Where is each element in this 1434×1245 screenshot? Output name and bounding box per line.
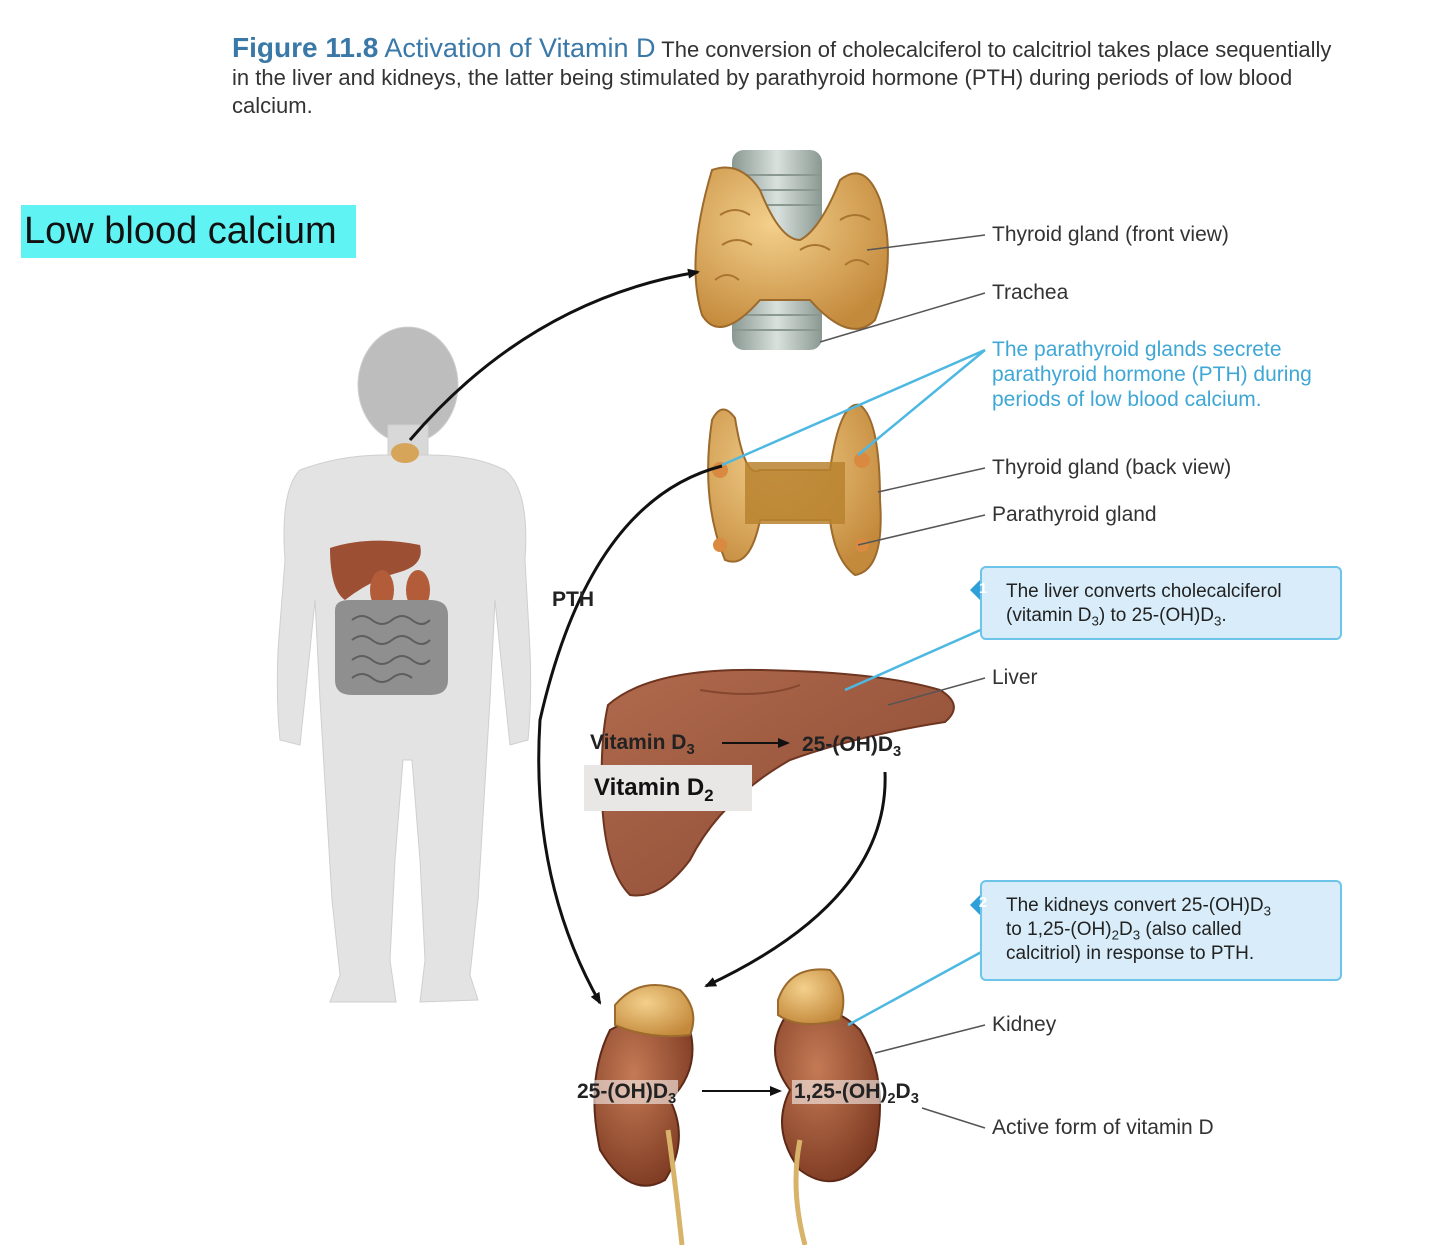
low-blood-calcium-label: Low blood calcium <box>21 205 356 258</box>
arrow-to-thyroid <box>408 268 700 441</box>
chem-vitamin-d2: Vitamin D2 <box>584 765 752 811</box>
chem-25-oh-d3-liver: 25-(OH)D3 <box>802 733 902 761</box>
kidney-left-illustration <box>593 984 695 1245</box>
step-2-line-2: to 1,25-(OH)2D3 (also called <box>1006 919 1242 943</box>
label-active-form: Active form of vitamin D <box>992 1116 1214 1139</box>
step-1-box: 1 The liver converts cholecalciferol (vi… <box>978 566 1342 640</box>
chem-vitamin-d3: Vitamin D3 <box>590 731 695 759</box>
figure-number: Figure 11.8 <box>232 32 379 63</box>
step-2-line-1: The kidneys convert 25-(OH)D3 <box>1006 895 1272 919</box>
label-trachea: Trachea <box>992 281 1069 304</box>
step-2-line-3: calcitriol) in response to PTH. <box>1006 943 1255 964</box>
figure-caption-text: The conversion of cholecalciferol to cal… <box>232 37 1332 118</box>
step-2-box: 2 The kidneys convert 25-(OH)D3 to 1,25-… <box>978 880 1342 981</box>
step-1-number: 1 <box>978 580 988 597</box>
label-thyroid-back: Thyroid gland (back view) <box>992 456 1232 479</box>
chem-calcitriol: 1,25-(OH)2D3 <box>792 1080 921 1108</box>
leader-lines <box>819 234 986 1129</box>
liver-illustration <box>600 668 955 897</box>
thyroid-back-illustration <box>707 403 882 577</box>
kidney-right-illustration <box>774 968 881 1245</box>
chem-25-oh-d3-kidney: 25-(OH)D3 <box>575 1080 679 1108</box>
label-pth: PTH <box>552 588 594 611</box>
flow-arrows <box>408 268 887 1096</box>
torso-organs <box>330 443 448 695</box>
label-kidney: Kidney <box>992 1013 1057 1036</box>
figure-title: Activation of Vitamin D <box>384 33 656 63</box>
thyroid-front-illustration <box>694 150 889 350</box>
step-1-line-2: (vitamin D3) to 25-(OH)D3. <box>1006 605 1227 629</box>
figure-caption: Figure 11.8 Activation of Vitamin D The … <box>232 34 1342 120</box>
label-parathyroid-gland: Parathyroid gland <box>992 503 1157 526</box>
callout-lines <box>721 348 986 1027</box>
arrow-liver-to-kidney <box>704 771 887 988</box>
label-parathyroid-secrete: The parathyroid glands secrete parathyro… <box>992 338 1312 411</box>
label-thyroid-front: Thyroid gland (front view) <box>992 223 1229 246</box>
step-1-line-1: The liver converts cholecalciferol <box>1006 581 1282 602</box>
label-liver: Liver <box>992 666 1038 689</box>
arrow-pth-to-kidney <box>537 464 723 1005</box>
step-2-number: 2 <box>978 894 988 911</box>
